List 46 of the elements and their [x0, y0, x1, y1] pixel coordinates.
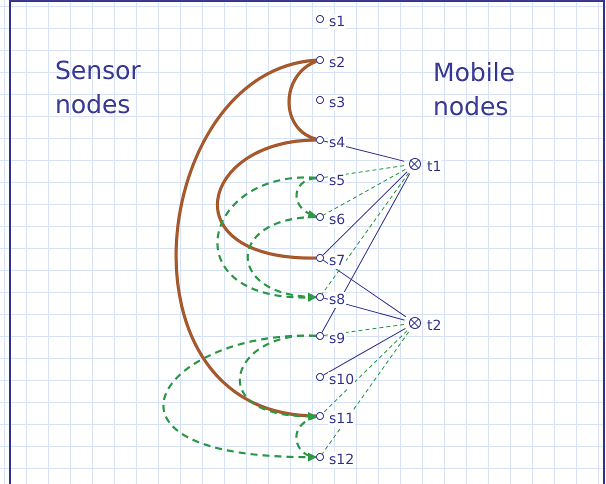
circle-node: [316, 453, 324, 461]
node-label: s1: [328, 14, 346, 30]
node-label: s2: [328, 55, 346, 71]
connector-line: [321, 173, 410, 333]
arrow: [295, 416, 317, 460]
circle-node: [316, 254, 324, 262]
circle-node: [316, 373, 324, 381]
connector-line: [175, 58, 316, 418]
node-label: s12: [328, 452, 356, 468]
arrow: [296, 177, 317, 218]
circle-node: [316, 15, 324, 23]
connector-line: [323, 324, 405, 336]
node-label: s11: [328, 411, 356, 427]
connector-line: [322, 328, 406, 376]
node-label: s10: [328, 372, 356, 388]
connector-line: [322, 172, 410, 294]
node-label: s3: [328, 95, 346, 111]
node-label: s9: [328, 331, 346, 347]
circle-node: [316, 96, 324, 104]
connector-line: [322, 330, 408, 414]
connector-line: [216, 138, 316, 260]
crossed-circle-node: [409, 158, 421, 170]
group-label: Sensor nodes: [55, 55, 142, 121]
arrow: [246, 216, 317, 301]
arrow: [216, 176, 317, 302]
circle-node: [316, 412, 324, 420]
connector-line: [323, 165, 405, 178]
circle-node: [316, 136, 324, 144]
group-label: Mobile nodes: [433, 57, 516, 123]
connector-line: [287, 60, 317, 141]
crossed-circle-node: [409, 317, 421, 329]
circle-node: [316, 56, 324, 64]
circle-node: [316, 174, 324, 182]
connector-line: [322, 171, 408, 256]
node-label: s7: [328, 253, 346, 269]
connector-line: [322, 331, 410, 454]
circle-node: [316, 332, 324, 340]
node-label: s5: [328, 173, 346, 189]
arrow: [239, 334, 317, 420]
connector-line: [323, 168, 406, 216]
circle-node: [316, 293, 324, 301]
circle-node: [316, 213, 324, 221]
node-label: s8: [328, 292, 346, 308]
node-label: s4: [328, 135, 346, 151]
connector-line: [322, 260, 406, 318]
node-label: s6: [328, 212, 346, 228]
